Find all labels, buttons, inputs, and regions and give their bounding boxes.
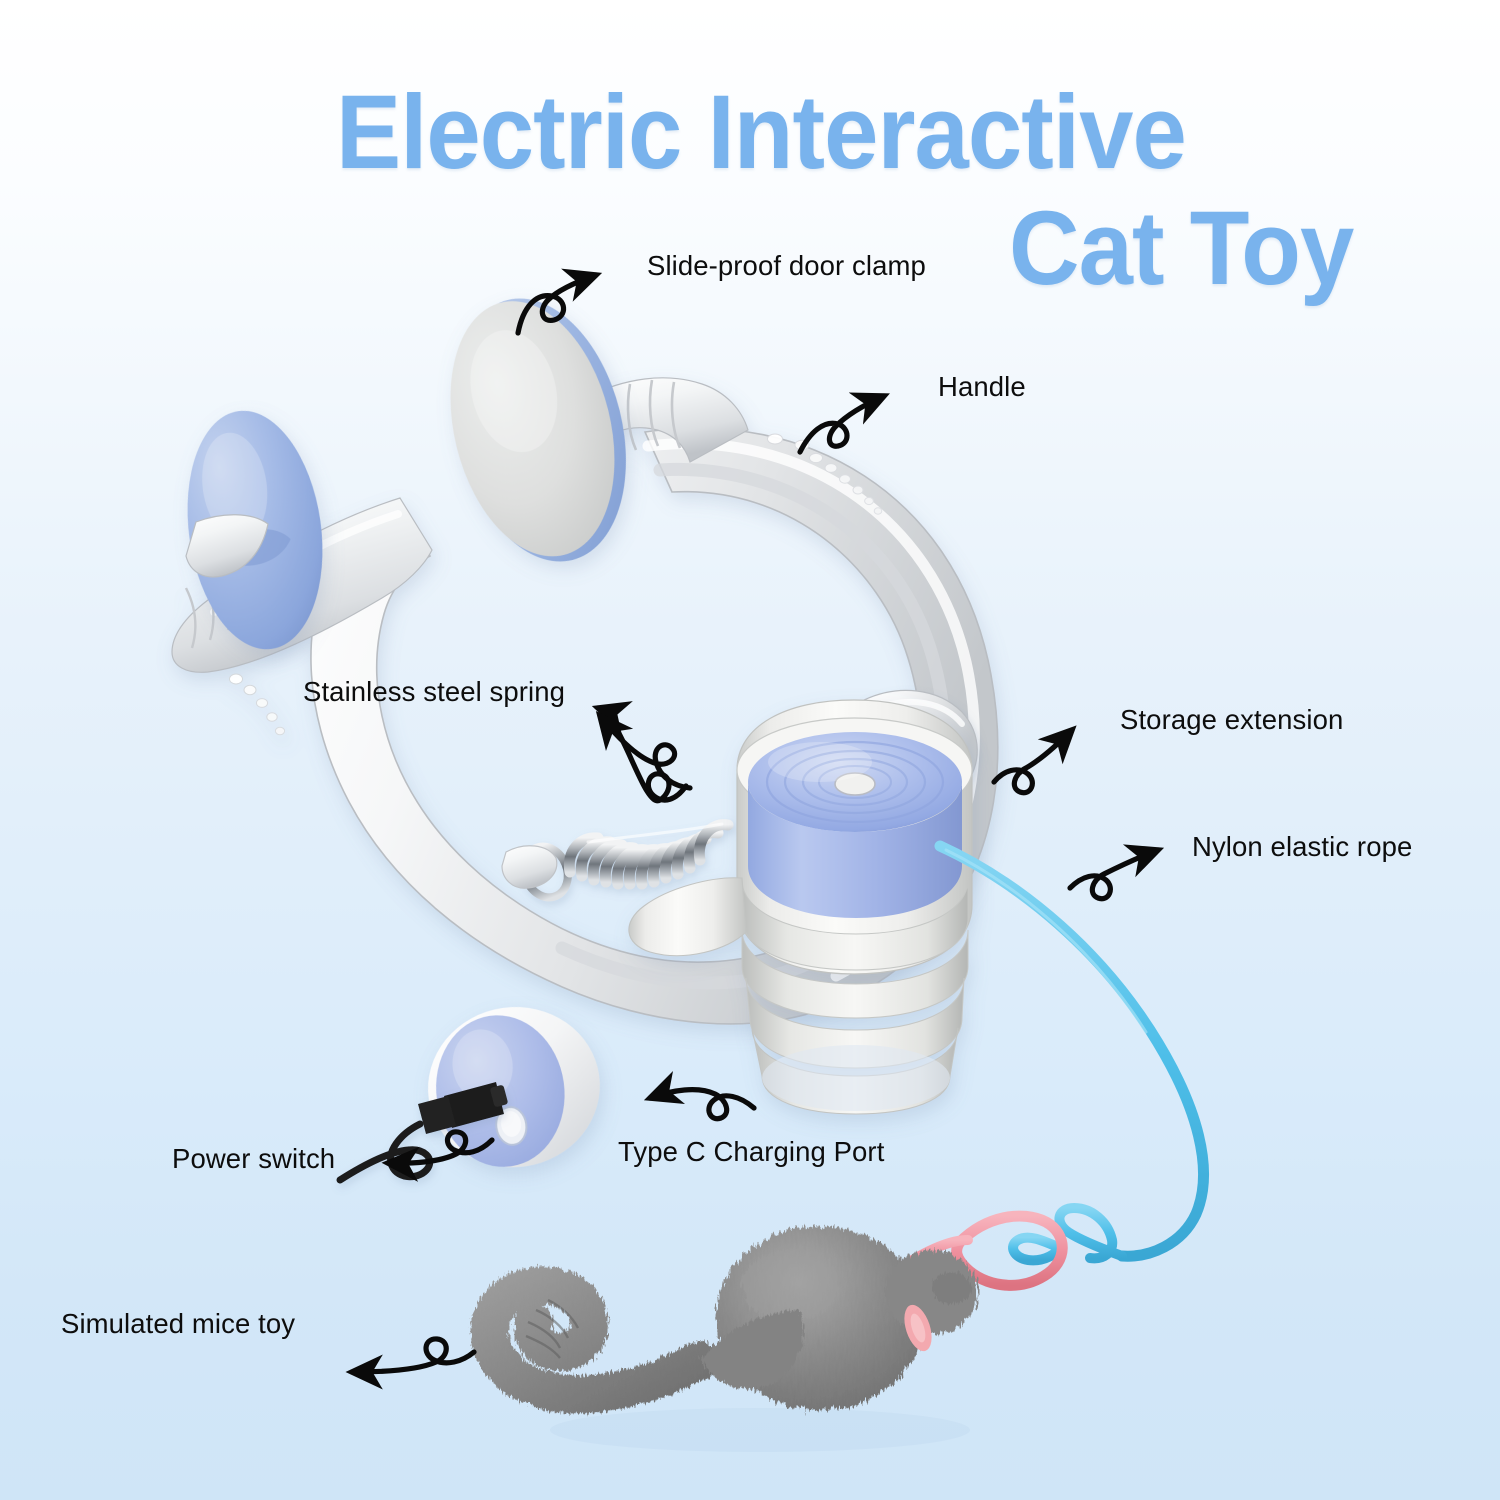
label-stainless-steel-spring: Stainless steel spring	[303, 676, 566, 707]
simulated-mice-toy	[470, 1226, 978, 1452]
arm-grip-bumps-lower	[229, 673, 286, 736]
motor-unit	[628, 699, 973, 1115]
page-title-line-2: Cat Toy	[1009, 190, 1354, 307]
spool-side	[748, 782, 962, 918]
mouse-tail	[470, 1266, 719, 1414]
bottom-disc-inset	[428, 1007, 600, 1168]
label-power-switch: Power switch	[172, 1143, 336, 1174]
spring-anchor-tab	[501, 845, 558, 889]
label-simulated-mice-toy: Simulated mice toy	[61, 1308, 296, 1339]
label-type-c-charging-port: Type C Charging Port	[618, 1136, 885, 1167]
mouse-tail-texture	[525, 1298, 580, 1359]
usb-c-barrel	[418, 1096, 456, 1134]
rope-knot	[1008, 1202, 1127, 1266]
mount-wing	[628, 877, 747, 957]
body-ring-2	[741, 929, 969, 1019]
label-storage-extension: Storage extension	[1120, 704, 1344, 735]
arm-grip-bumps	[767, 433, 883, 515]
body-ring-1	[741, 879, 969, 971]
spring-coils	[563, 819, 734, 890]
mouse-neck	[700, 1310, 804, 1390]
suction-pad-stem	[185, 514, 269, 578]
page-title-line-1: Electric Interactive	[336, 74, 1187, 191]
label-slide-proof-door-clamp: Slide-proof door clamp	[647, 250, 926, 281]
usb-c-connector	[444, 1082, 504, 1128]
slide-proof-door-clamp-pad	[450, 298, 626, 562]
usb-c-cable	[336, 1120, 434, 1184]
rope-blue-strand	[934, 840, 1209, 1262]
label-nylon-elastic-rope: Nylon elastic rope	[1192, 831, 1413, 862]
label-handle: Handle	[938, 371, 1026, 402]
